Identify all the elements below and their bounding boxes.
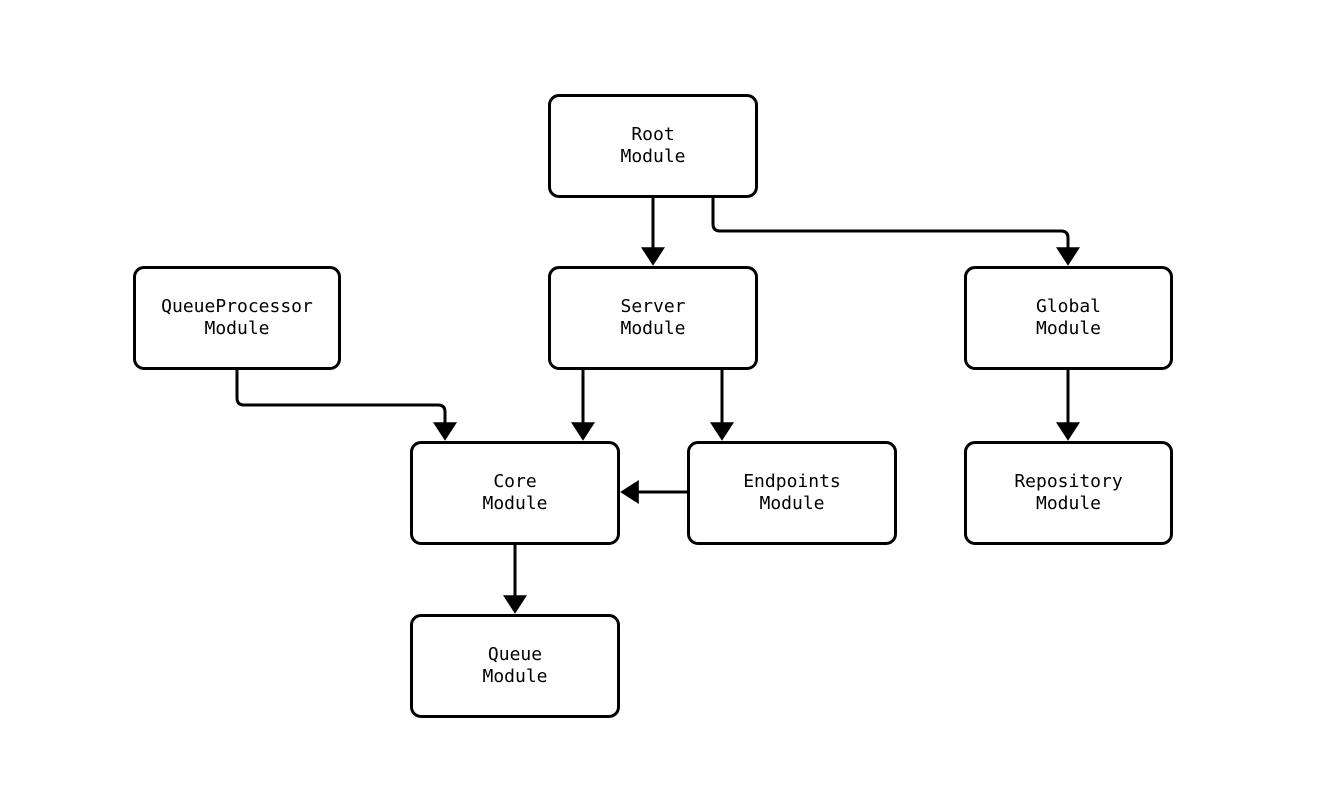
node-label-line2: Module xyxy=(1035,493,1102,514)
node-server-module[interactable]: Server Module xyxy=(548,266,758,370)
node-core-module[interactable]: Core Module xyxy=(410,441,620,545)
node-global-module[interactable]: Global Module xyxy=(964,266,1173,370)
node-label-line1: Queue xyxy=(487,644,543,665)
node-label-line1: Server xyxy=(620,296,686,317)
node-label-line2: Module xyxy=(482,493,548,514)
node-label-line1: Endpoints xyxy=(743,471,841,492)
node-label-line1: Root xyxy=(631,124,675,145)
node-label-line2: Module xyxy=(204,318,270,339)
node-label-line2: Module xyxy=(759,493,825,514)
node-label-line2: Module xyxy=(620,318,686,339)
node-label-line1: QueueProcessor xyxy=(161,296,313,317)
node-root-module[interactable]: Root Module xyxy=(548,94,758,198)
node-endpoints-module[interactable]: Endpoints Module xyxy=(687,441,897,545)
node-label-line1: Repository xyxy=(1014,471,1123,492)
edge-queueprocessor-to-core xyxy=(235,370,457,441)
node-queue-module[interactable]: Queue Module xyxy=(410,614,620,718)
node-repository-module[interactable]: Repository Module xyxy=(964,441,1173,545)
node-label-line2: Module xyxy=(620,146,686,167)
node-label-line2: Module xyxy=(482,666,548,687)
node-label-line1: Global xyxy=(1035,296,1102,317)
node-queueprocessor-module[interactable]: QueueProcessor Module xyxy=(133,266,341,370)
edge-root-to-global xyxy=(711,198,1080,266)
node-label-line1: Core xyxy=(493,471,537,492)
node-label-line2: Module xyxy=(1035,318,1102,339)
